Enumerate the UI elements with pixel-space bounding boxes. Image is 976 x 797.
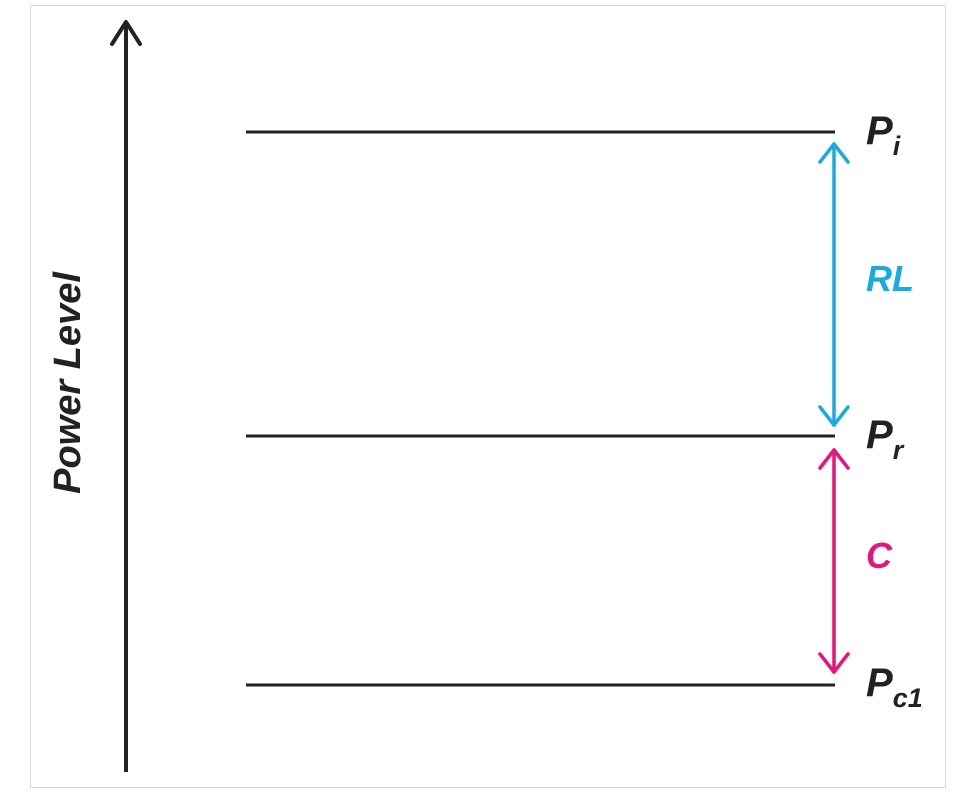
level-symbol-reflected: P (866, 413, 893, 457)
return-loss-label: RL (866, 258, 914, 299)
coupling-arrow (818, 448, 850, 674)
level-subscript-reflected: r (893, 435, 905, 465)
coupling-label: C (866, 535, 893, 576)
level-label-incident: Pi (866, 109, 901, 161)
level-symbol-coupled: P (866, 661, 893, 705)
level-subscript-coupled: c1 (893, 683, 923, 713)
level-symbol-incident: P (866, 109, 893, 153)
coupling-arrowhead-up-icon (818, 448, 850, 470)
axis-arrowhead-icon (110, 20, 142, 46)
level-label-coupled: Pc1 (866, 661, 923, 713)
return-loss-arrow (818, 142, 850, 427)
return-loss-arrowhead-up-icon (818, 142, 850, 164)
diagram-frame (30, 5, 946, 788)
return-loss-arrowhead-down-icon (818, 405, 850, 427)
level-subscript-incident: i (893, 131, 901, 161)
power-level-axis (110, 20, 142, 772)
axis-title: Power Level (47, 271, 89, 494)
coupling-arrowhead-down-icon (818, 652, 850, 674)
level-label-reflected: Pr (866, 413, 905, 465)
